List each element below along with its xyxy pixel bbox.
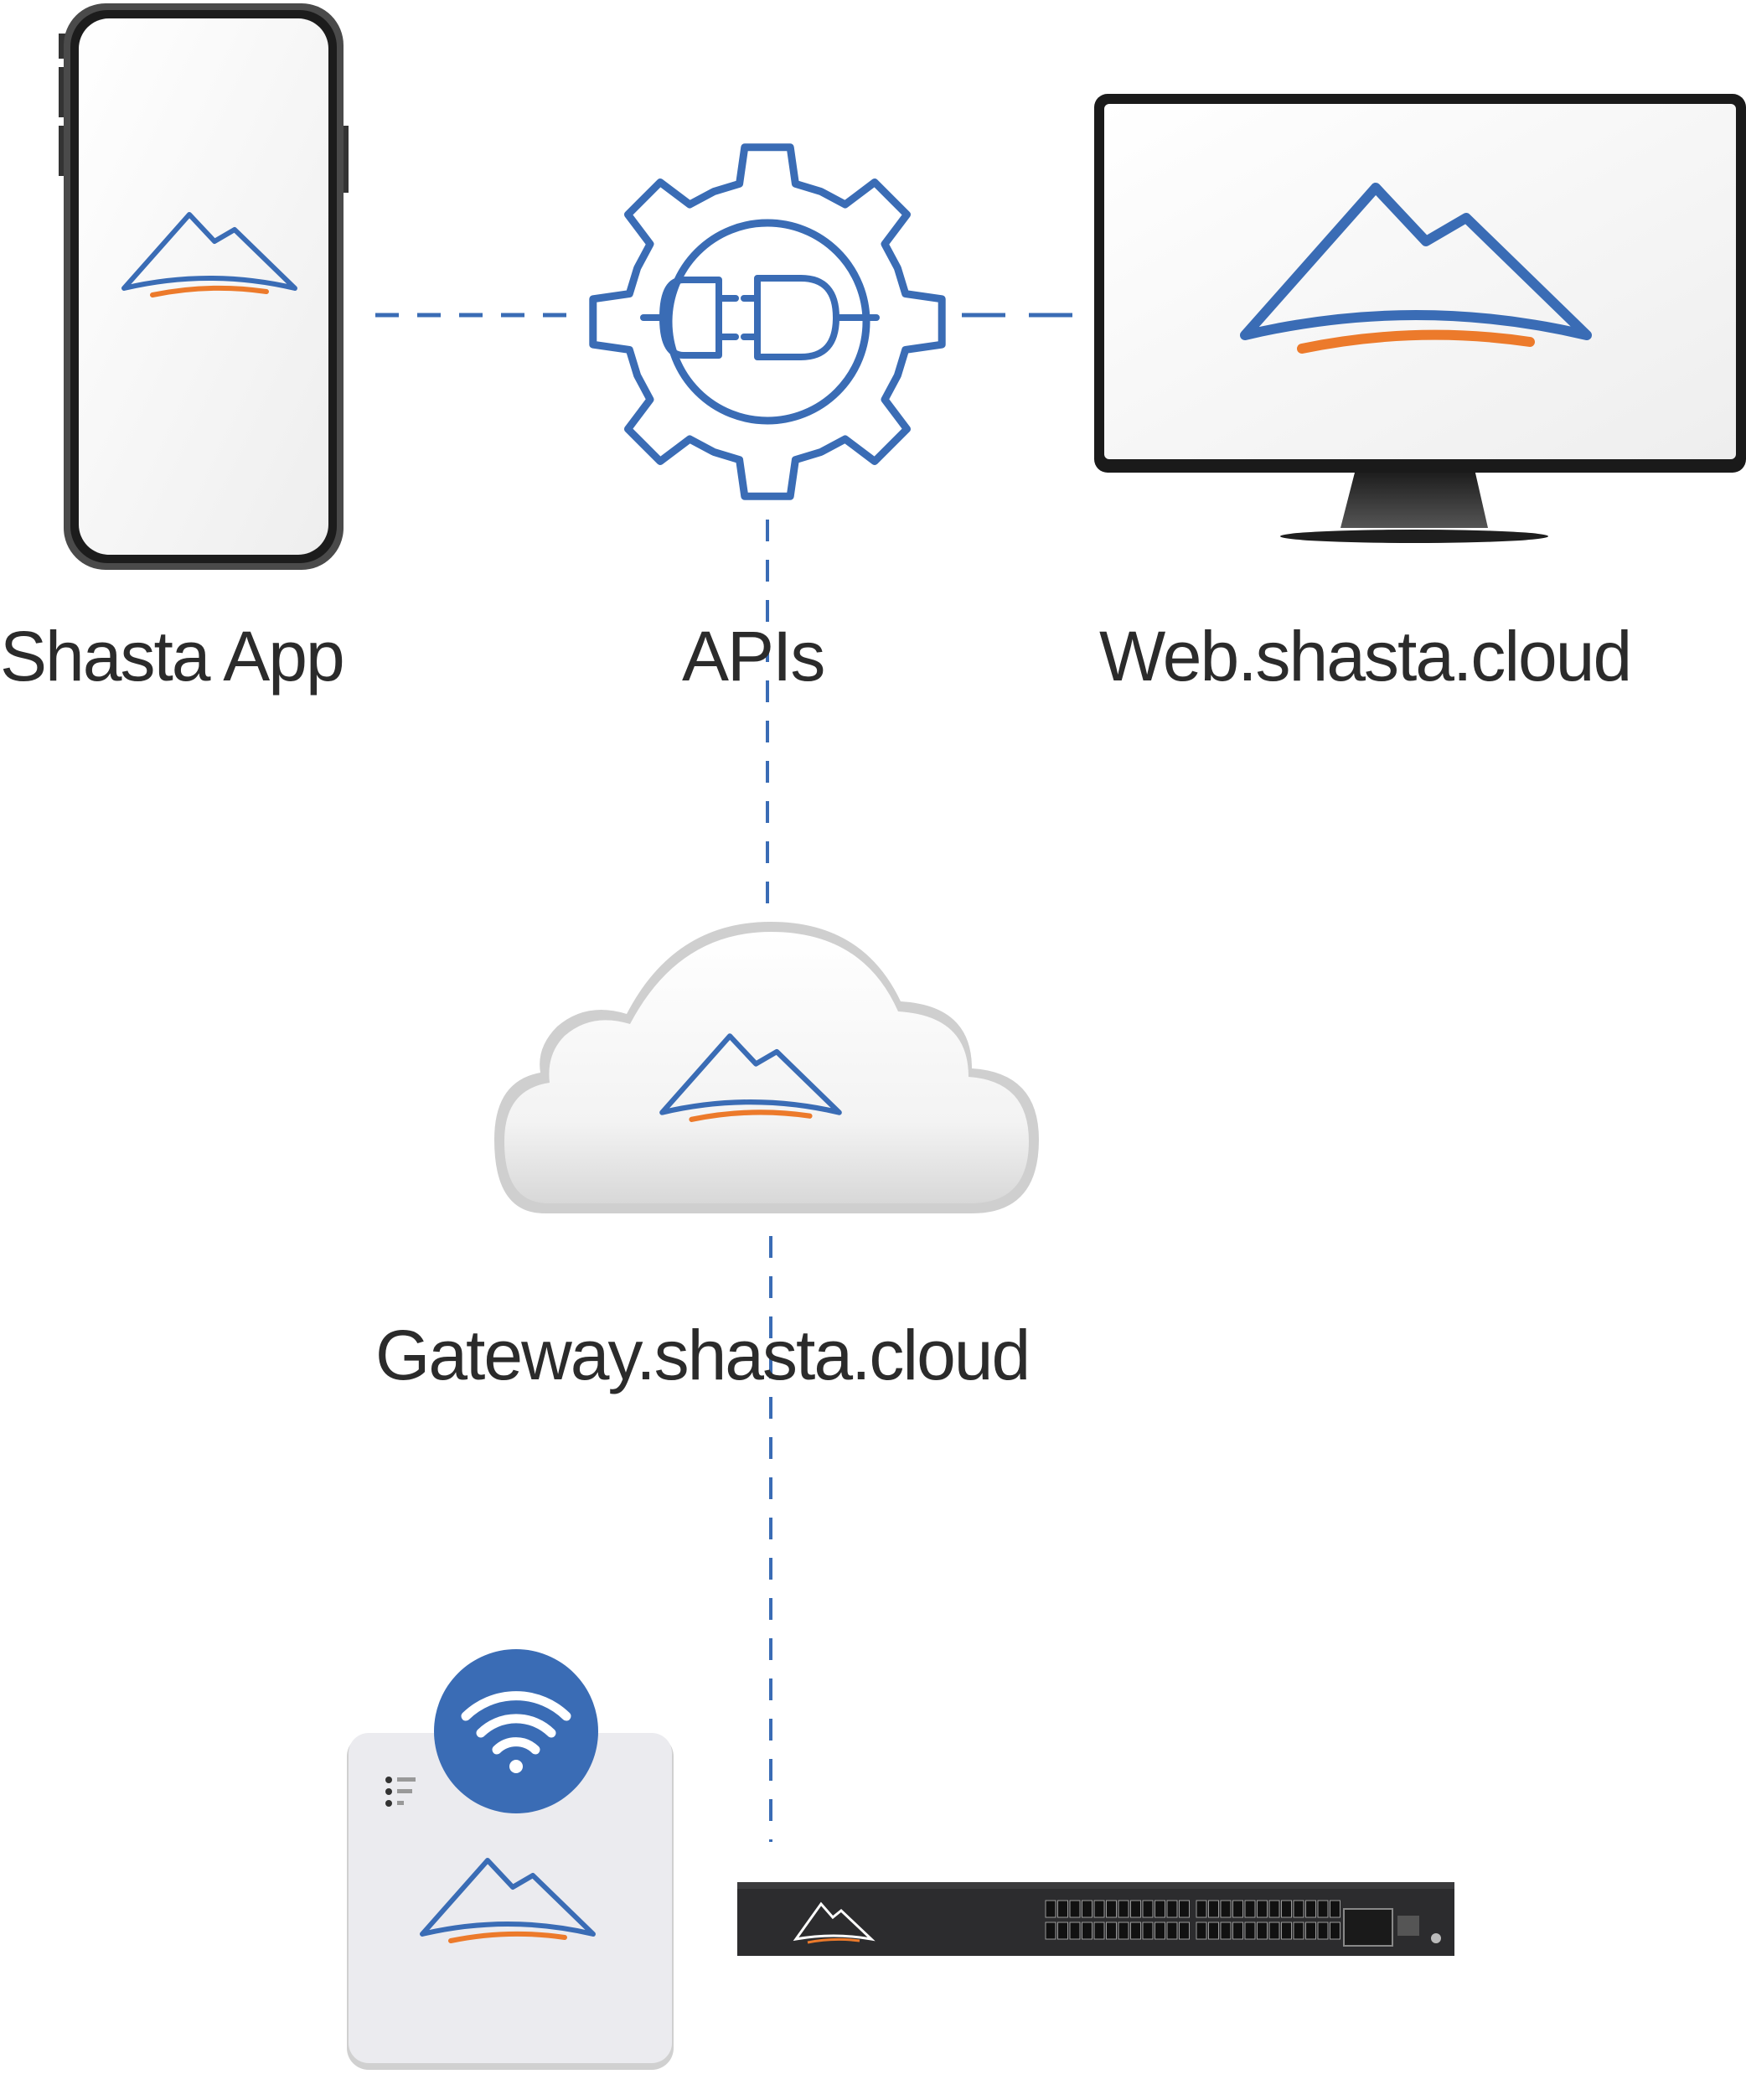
label-shasta-app: Shasta App xyxy=(0,617,344,696)
ethernet-port xyxy=(1281,1900,1292,1918)
monitor-icon xyxy=(1094,94,1746,543)
ethernet-ports xyxy=(1045,1900,1340,1940)
ethernet-port xyxy=(1232,1922,1243,1940)
label-gateway-shasta-cloud: Gateway.shasta.cloud xyxy=(375,1316,1029,1394)
wifi-badge xyxy=(434,1649,598,1813)
ethernet-port xyxy=(1057,1922,1068,1940)
ethernet-port xyxy=(1179,1922,1190,1940)
ethernet-port xyxy=(1069,1922,1081,1940)
ethernet-port xyxy=(1130,1922,1141,1940)
wifi-access-point-icon xyxy=(347,1649,674,2070)
ethernet-port xyxy=(1093,1922,1105,1940)
ethernet-port xyxy=(1305,1900,1316,1918)
label-apis: APIs xyxy=(682,617,824,696)
ethernet-port xyxy=(1142,1900,1154,1918)
cloud-icon xyxy=(494,922,1039,1213)
ethernet-port xyxy=(1305,1922,1316,1940)
ethernet-port xyxy=(1142,1922,1154,1940)
ethernet-port xyxy=(1155,1922,1165,1940)
ethernet-port xyxy=(1244,1922,1256,1940)
ethernet-port xyxy=(1317,1900,1329,1918)
ethernet-port xyxy=(1293,1900,1304,1918)
ethernet-port xyxy=(1179,1900,1190,1918)
ethernet-port xyxy=(1045,1922,1056,1940)
ethernet-port xyxy=(1208,1900,1219,1918)
ethernet-port xyxy=(1268,1900,1280,1918)
ethernet-port xyxy=(1268,1922,1280,1940)
ethernet-port xyxy=(1330,1900,1340,1918)
ethernet-port xyxy=(1155,1900,1165,1918)
ethernet-port xyxy=(1317,1922,1329,1940)
ethernet-port xyxy=(1045,1900,1056,1918)
gear-plug-icon xyxy=(589,143,946,500)
ethernet-port xyxy=(1257,1900,1268,1918)
ethernet-port xyxy=(1057,1900,1068,1918)
ethernet-port xyxy=(1281,1922,1292,1940)
ethernet-port xyxy=(1232,1900,1243,1918)
ethernet-port xyxy=(1196,1900,1207,1918)
ethernet-port xyxy=(1093,1900,1105,1918)
label-web-shasta-cloud: Web.shasta.cloud xyxy=(1099,617,1630,696)
wifi-icon xyxy=(461,1691,571,1755)
ethernet-port xyxy=(1106,1922,1117,1940)
ethernet-port xyxy=(1082,1900,1093,1918)
ethernet-port xyxy=(1166,1900,1178,1918)
ethernet-port xyxy=(1220,1922,1232,1940)
ethernet-port xyxy=(1208,1922,1219,1940)
ethernet-port xyxy=(1257,1922,1268,1940)
ethernet-port xyxy=(1166,1922,1178,1940)
connectors xyxy=(375,313,1096,1842)
ethernet-port xyxy=(1293,1922,1304,1940)
ethernet-port xyxy=(1118,1922,1129,1940)
ethernet-port xyxy=(1220,1900,1232,1918)
network-switch-icon xyxy=(737,1882,1454,1956)
ethernet-port xyxy=(1196,1922,1207,1940)
ethernet-port xyxy=(1118,1900,1129,1918)
ethernet-port xyxy=(1106,1900,1117,1918)
ethernet-port xyxy=(1330,1922,1340,1940)
ethernet-port xyxy=(1130,1900,1141,1918)
smartphone-icon xyxy=(59,3,349,570)
ethernet-port xyxy=(1069,1900,1081,1918)
ethernet-port xyxy=(1082,1922,1093,1940)
ethernet-port xyxy=(1244,1900,1256,1918)
